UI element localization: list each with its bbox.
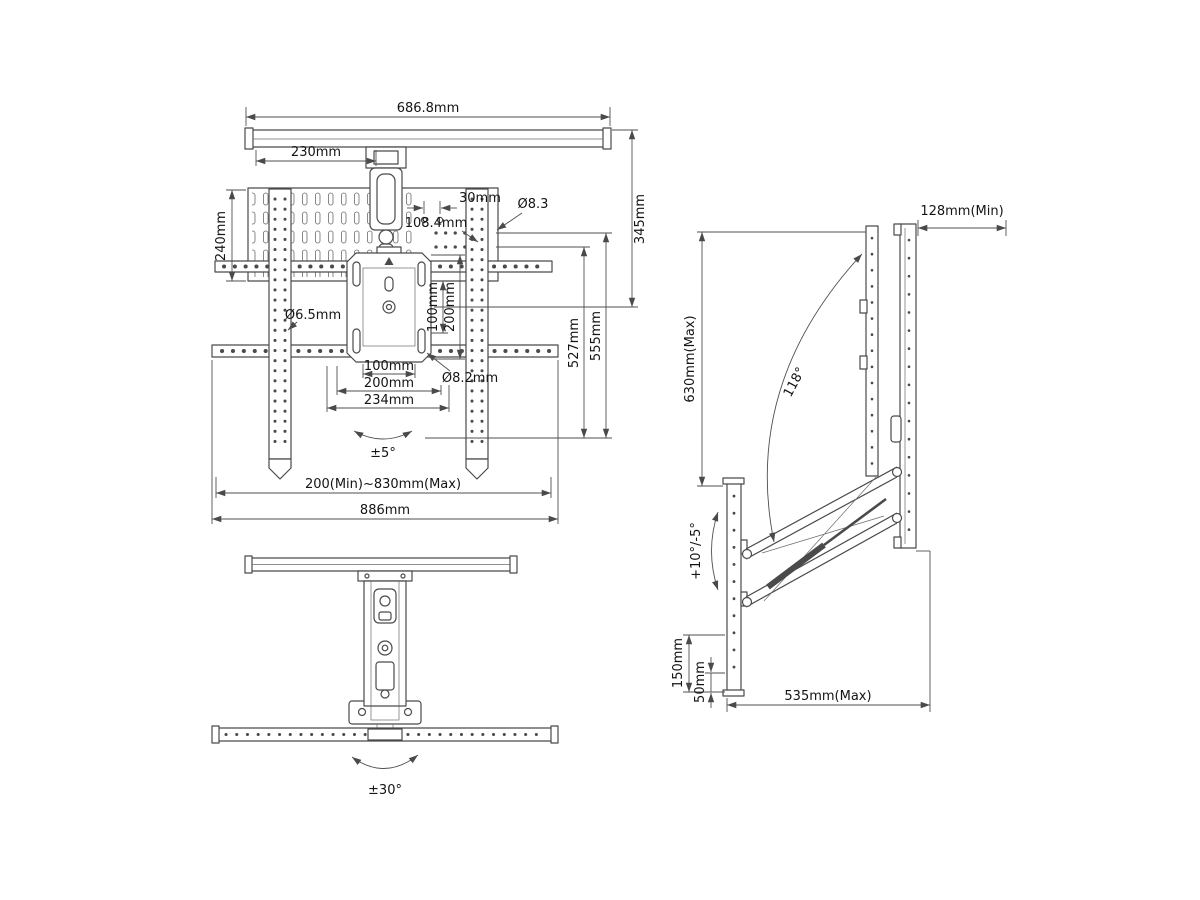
top-column [363,580,407,707]
dim-vesa-plate-width: 234mm [326,366,450,412]
top-view: ±30° [211,555,559,798]
front-view: 686.8mm 230mm 30mm 108.4mm Ø8.3 [211,101,648,524]
dim-tilt: ±5° [353,430,413,461]
dim-rail-width-label: 886mm [360,503,410,518]
dim-tilt-adjust-label: +10°/-5° [689,522,704,580]
top-tv-rail-lower [211,725,559,744]
dim-hole-gap-label: 30mm [459,191,501,206]
side-tv-bracket [890,223,917,549]
dim-offset-150: 150mm [671,634,725,693]
front-tv-bracket-right [465,188,489,480]
dim-hole-dia-bracket: Ø6.5mm [285,308,341,331]
dim-vesa-horizontal-100: 100mm [362,359,416,378]
dim-hole-dia-top-label: Ø8.3 [518,197,549,212]
dim-hole-dia-vesa: Ø8.2mm [426,352,498,386]
dim-drop-527-label: 527mm [567,318,582,368]
dim-vesa-plate-width-label: 234mm [364,393,414,408]
dim-vesa-horizontal-200: 200mm [336,366,442,395]
dim-rail-width: 886mm [211,360,559,524]
dim-height-max: 630mm(Max) [683,231,866,487]
dim-swing-angle-label: 118° [781,365,809,400]
side-view: 118° 128mm(Min) 630mm(Max) +10°/-5° [671,204,1007,712]
dim-vesa-vertical-200: 200mm [431,254,465,360]
dim-bracket-range-label: 200(Min)~830mm(Max) [305,477,461,492]
top-wall-plate-mount [348,700,422,728]
side-column-raised [859,225,879,477]
dim-swivel: ±30° [351,754,419,798]
dim-height-max-label: 630mm(Max) [683,315,698,402]
dim-hole-gap: 30mm [407,191,501,214]
dim-swing-angle: 118° [766,253,863,543]
dim-bracket-offset-label: 108.4mm [405,216,468,231]
dim-extension-max-label: 535mm(Max) [784,689,871,704]
front-tv-bracket-left [268,188,292,480]
dim-swivel-label: ±30° [368,783,402,798]
dim-hole-dia-top: Ø8.3 [496,197,549,231]
dim-extension-max: 535mm(Max) [726,550,931,712]
dim-drop-555-label: 555mm [589,311,604,361]
dim-offset-50: 50mm [693,657,725,708]
orientation-mark [384,257,394,265]
dim-vesa-vertical-100-label: 100mm [426,282,441,332]
front-top-rail [244,127,612,150]
dim-drop-527: 527mm [425,246,612,439]
dim-offset-150-label: 150mm [671,638,686,688]
dim-offset-50-label: 50mm [693,661,708,703]
dim-total-width: 686.8mm [245,101,611,126]
side-wall-plate [722,477,748,697]
dim-drop-555: 555mm [496,232,612,438]
dim-bracket-range: 200(Min)~830mm(Max) [215,477,552,498]
dim-plate-width: 230mm [255,145,377,166]
dim-depth-min-label: 128mm(Min) [920,204,1003,219]
top-tv-rail-upper [244,555,518,582]
front-dimensions: 686.8mm 230mm 30mm 108.4mm Ø8.3 [211,101,648,524]
dim-depth-min: 128mm(Min) [917,204,1007,236]
dim-vesa-horizontal-100-label: 100mm [364,359,414,374]
side-dimensions: 118° 128mm(Min) 630mm(Max) +10°/-5° [671,204,1007,712]
dim-vesa-horizontal-200-label: 200mm [364,376,414,391]
dim-plate-width-label: 230mm [291,145,341,160]
dim-plate-height: 240mm [214,189,246,282]
side-arm-linkage [741,466,903,608]
dim-plate-height-label: 240mm [214,211,229,261]
dim-total-width-label: 686.8mm [397,101,460,116]
front-vesa-plate [346,246,432,363]
dim-top-to-center-label: 345mm [633,194,648,244]
dim-hole-dia-vesa-label: Ø8.2mm [442,371,498,386]
dim-tilt-label: ±5° [370,446,396,461]
dim-vesa-vertical-200-label: 200mm [443,282,458,332]
dim-bracket-offset: 108.4mm [405,216,479,243]
dim-tilt-adjust: +10°/-5° [689,511,719,591]
dim-hole-dia-bracket-label: Ø6.5mm [285,308,341,323]
dim-vesa-vertical-100: 100mm [426,280,448,334]
